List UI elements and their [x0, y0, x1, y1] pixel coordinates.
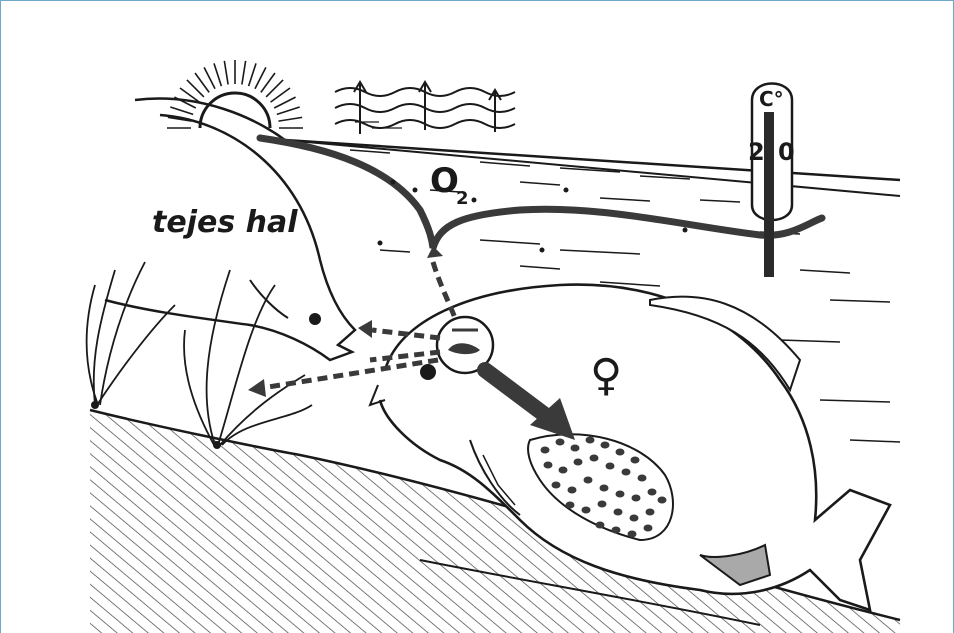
- plant-root: [91, 401, 99, 409]
- oxygen-subscript: 2: [456, 188, 469, 209]
- thermometer-unit: C°: [759, 87, 784, 111]
- sun-icon: [167, 60, 303, 128]
- thermometer-value-right: 0: [778, 138, 795, 166]
- arrow-head-plants: [248, 379, 266, 397]
- milt-fish-label: tejes hal: [152, 205, 298, 240]
- thermometer-icon: [752, 84, 792, 278]
- oxygen-curve: [260, 138, 822, 248]
- thermometer-value-left: 2: [748, 138, 765, 166]
- plant-root: [213, 441, 221, 449]
- arrow-head-milt-fish: [358, 320, 372, 338]
- female-symbol: ♀: [590, 350, 622, 401]
- oxygen-label: O: [430, 161, 459, 201]
- heat-waves-icon: [335, 82, 515, 134]
